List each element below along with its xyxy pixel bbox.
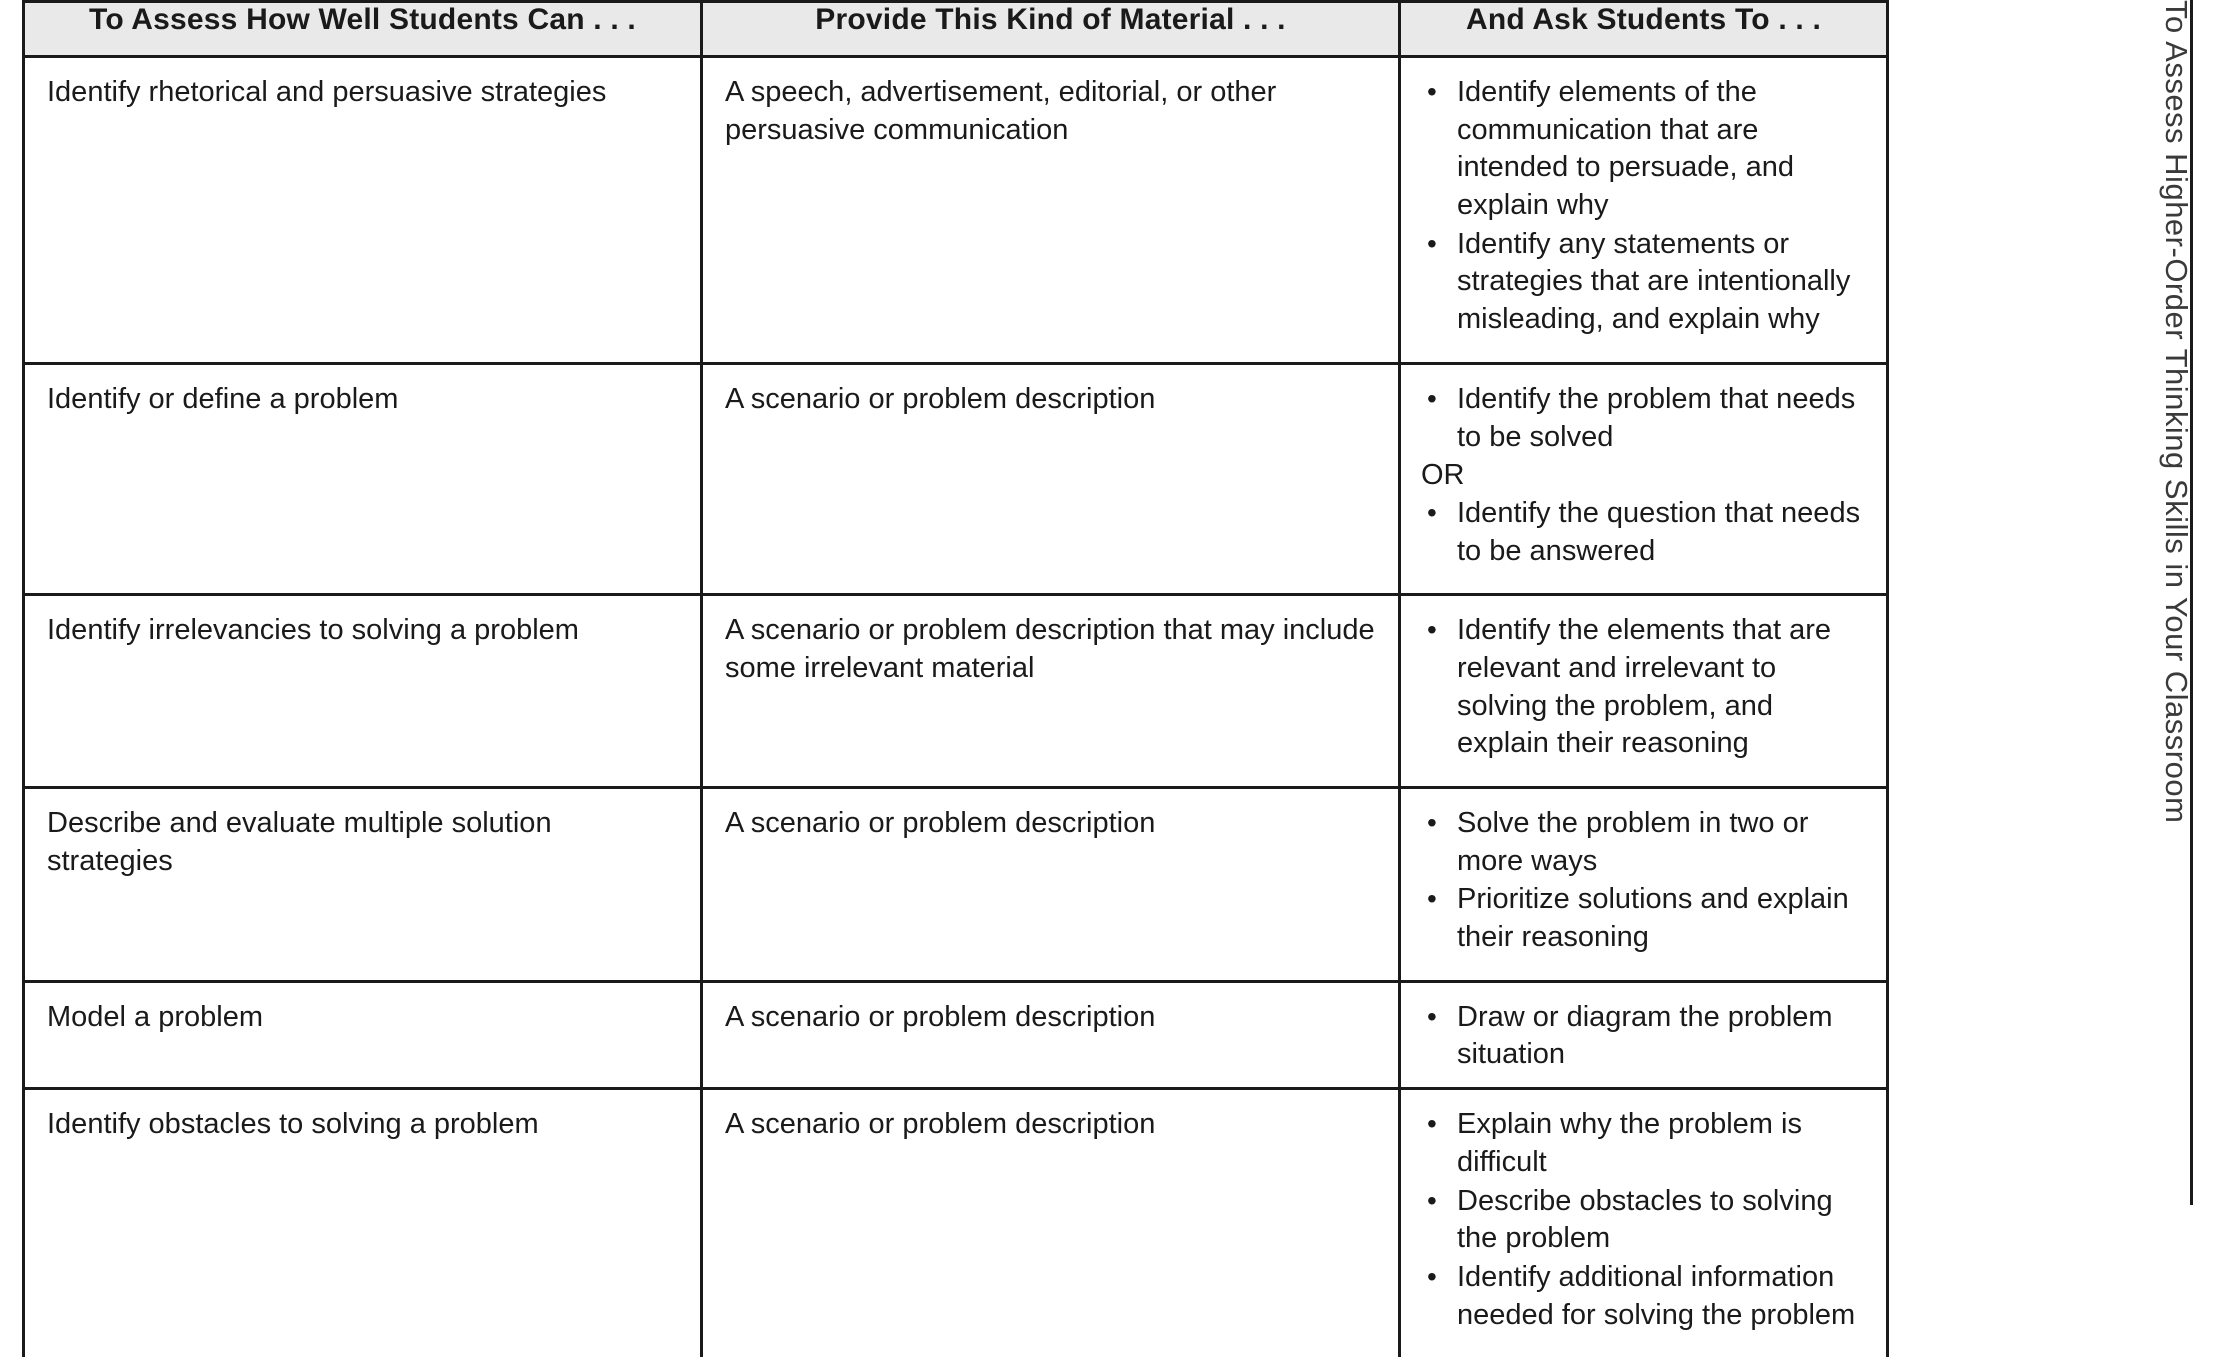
skill-text: Describe and evaluate multiple solution …	[47, 805, 680, 880]
bullet-icon: •	[1427, 1106, 1437, 1142]
column-header-skill: To Assess How Well Students Can . . .	[24, 2, 702, 57]
task-text: Identify the elements that are relevant …	[1457, 614, 1831, 759]
bullet-icon: •	[1427, 881, 1437, 917]
cell-tasks: • Identify the problem that needs to be s…	[1400, 363, 1888, 594]
task-text: Explain why the problem is difficult	[1457, 1108, 1802, 1178]
bullet-icon: •	[1427, 1183, 1437, 1219]
list-item: • Draw or diagram the problem situation	[1421, 999, 1870, 1074]
table-row: Describe and evaluate multiple solution …	[24, 788, 1888, 982]
cell-material: A scenario or problem description	[702, 1089, 1400, 1357]
material-text: A scenario or problem description	[725, 999, 1378, 1037]
table-row: Identify or define a problem A scenario …	[24, 363, 1888, 594]
cell-tasks: • Explain why the problem is difficult • D…	[1400, 1089, 1888, 1357]
column-header-material: Provide This Kind of Material . . .	[702, 2, 1400, 57]
task-text: Identify any statements or strategies th…	[1457, 228, 1850, 335]
cell-skill: Identify or define a problem	[24, 363, 702, 594]
cell-skill: Identify obstacles to solving a problem	[24, 1089, 702, 1357]
task-list: • Solve the problem in two or more ways •…	[1421, 805, 1870, 957]
task-list-alt: • Identify the question that needs to be …	[1421, 495, 1870, 570]
material-text: A scenario or problem description that m…	[725, 612, 1378, 687]
cell-material: A speech, advertisement, editorial, or o…	[702, 57, 1400, 364]
table-row: Model a problem A scenario or problem de…	[24, 981, 1888, 1088]
bullet-icon: •	[1427, 381, 1437, 417]
cell-tasks: • Identify elements of the communication …	[1400, 57, 1888, 364]
list-item: • Solve the problem in two or more ways	[1421, 805, 1870, 880]
task-text: Solve the problem in two or more ways	[1457, 807, 1808, 877]
task-list: • Draw or diagram the problem situation	[1421, 999, 1870, 1074]
task-text: Identify the problem that needs to be so…	[1457, 383, 1855, 453]
assessment-table-container: To Assess How Well Students Can . . . Pr…	[22, 0, 1886, 1357]
list-item: • Identify additional information needed …	[1421, 1259, 1870, 1334]
cell-skill: Model a problem	[24, 981, 702, 1088]
cell-skill: Identify rhetorical and persuasive strat…	[24, 57, 702, 364]
task-text: Identify additional information needed f…	[1457, 1261, 1855, 1331]
task-text: Describe obstacles to solving the proble…	[1457, 1185, 1833, 1255]
list-item: • Identify the question that needs to be …	[1421, 495, 1870, 570]
bullet-icon: •	[1427, 74, 1437, 110]
task-list: • Identify elements of the communication …	[1421, 74, 1870, 339]
cell-material: A scenario or problem description	[702, 363, 1400, 594]
list-item: • Describe obstacles to solving the probl…	[1421, 1183, 1870, 1258]
table-header: To Assess How Well Students Can . . . Pr…	[24, 2, 1888, 57]
list-item: • Identify elements of the communication …	[1421, 74, 1870, 225]
list-item: • Explain why the problem is difficult	[1421, 1106, 1870, 1181]
task-list: • Identify the problem that needs to be s…	[1421, 381, 1870, 456]
skill-text: Identify rhetorical and persuasive strat…	[47, 74, 680, 112]
list-item: • Identify any statements or strategies t…	[1421, 226, 1870, 339]
cell-skill: Identify irrelevancies to solving a prob…	[24, 595, 702, 788]
list-item: • Identify the problem that needs to be s…	[1421, 381, 1870, 456]
bullet-icon: •	[1427, 495, 1437, 531]
bullet-icon: •	[1427, 999, 1437, 1035]
table-row: Identify rhetorical and persuasive strat…	[24, 57, 1888, 364]
cell-skill: Describe and evaluate multiple solution …	[24, 788, 702, 982]
running-head: To Assess Higher-Order Thinking Skills i…	[2156, 0, 2196, 1205]
skill-text: Identify or define a problem	[47, 381, 680, 419]
table-body: Identify rhetorical and persuasive strat…	[24, 57, 1888, 1357]
header-row: To Assess How Well Students Can . . . Pr…	[24, 2, 1888, 57]
task-list: • Identify the elements that are relevant…	[1421, 612, 1870, 763]
cell-tasks: • Draw or diagram the problem situation	[1400, 981, 1888, 1088]
bullet-icon: •	[1427, 226, 1437, 262]
bullet-icon: •	[1427, 1259, 1437, 1295]
list-item: • Identify the elements that are relevant…	[1421, 612, 1870, 763]
cell-tasks: • Identify the elements that are relevant…	[1400, 595, 1888, 788]
list-item: • Prioritize solutions and explain their …	[1421, 881, 1870, 956]
cell-material: A scenario or problem description that m…	[702, 595, 1400, 788]
bullet-icon: •	[1427, 805, 1437, 841]
task-text: Draw or diagram the problem situation	[1457, 1001, 1833, 1071]
cell-material: A scenario or problem description	[702, 981, 1400, 1088]
cell-material: A scenario or problem description	[702, 788, 1400, 982]
bullet-icon: •	[1427, 612, 1437, 648]
task-list: • Explain why the problem is difficult • D…	[1421, 1106, 1870, 1334]
table-row: Identify obstacles to solving a problem …	[24, 1089, 1888, 1357]
skill-text: Identify irrelevancies to solving a prob…	[47, 612, 680, 650]
material-text: A scenario or problem description	[725, 381, 1378, 419]
material-text: A scenario or problem description	[725, 805, 1378, 843]
page: To Assess How Well Students Can . . . Pr…	[0, 0, 2230, 1205]
material-text: A speech, advertisement, editorial, or o…	[725, 74, 1378, 149]
task-text: Identify the question that needs to be a…	[1457, 497, 1860, 567]
skill-text: Model a problem	[47, 999, 680, 1037]
task-text: Identify elements of the communication t…	[1457, 76, 1794, 221]
skill-text: Identify obstacles to solving a problem	[47, 1106, 680, 1144]
material-text: A scenario or problem description	[725, 1106, 1378, 1144]
column-header-task: And Ask Students To . . .	[1400, 2, 1888, 57]
task-text: Prioritize solutions and explain their r…	[1457, 883, 1849, 953]
assessment-table: To Assess How Well Students Can . . . Pr…	[22, 0, 1889, 1357]
table-row: Identify irrelevancies to solving a prob…	[24, 595, 1888, 788]
task-connector: OR	[1421, 457, 1870, 495]
cell-tasks: • Solve the problem in two or more ways •…	[1400, 788, 1888, 982]
